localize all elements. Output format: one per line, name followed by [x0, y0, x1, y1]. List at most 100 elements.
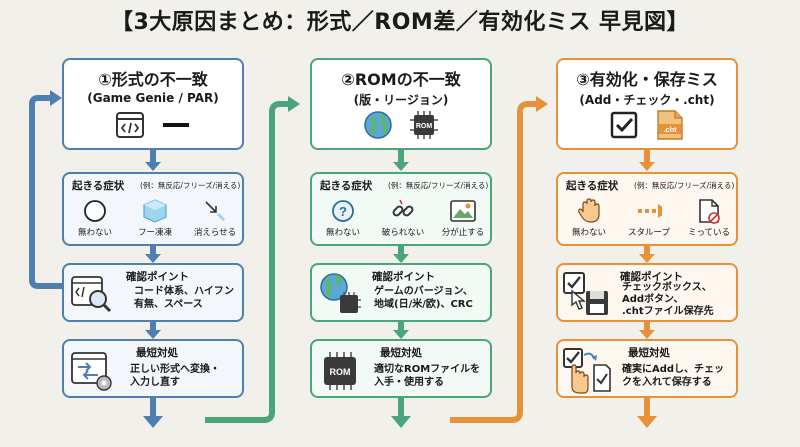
- symptom-2: フー凍凍: [110, 198, 200, 238]
- code-window-icon: [115, 110, 145, 140]
- header-icons: .cht: [558, 110, 736, 140]
- fix-label: 最短対処: [136, 347, 178, 359]
- check-line: コード体系、ハイフン: [134, 286, 234, 297]
- fix-line: クを入れて保存する: [622, 377, 712, 388]
- header-card: ③有効化・保存ミス (Add・チェック・.cht) .cht: [556, 58, 738, 150]
- check-label: 確認ポイント: [372, 271, 435, 283]
- symptoms-card: 起きる症状 (例：無反応/フリーズ/消える) 無わない フー凍凍 消えらせる: [62, 172, 244, 246]
- checkbox-checked-icon: [609, 110, 639, 140]
- symptom-3: ミっている: [664, 198, 754, 238]
- blue-down-4: [150, 398, 156, 420]
- orange-down-4: [644, 398, 650, 420]
- symptom-2: 破られない: [358, 198, 448, 238]
- symptom-label: 無わない: [77, 228, 112, 238]
- cht-file-label: .cht: [663, 125, 677, 134]
- rom-chip-label: ROM: [330, 367, 351, 377]
- symptom-1: ? 無わない: [298, 198, 388, 238]
- checkbox-floppy-icon: [562, 271, 608, 315]
- fix-details: 適切なROMファイルを 入手・使用する: [374, 363, 480, 389]
- symptoms-label: 起きる症状: [320, 180, 373, 192]
- globe-icon: [363, 110, 393, 140]
- symptoms-card: 起きる症状 (例：無反応/フリーズ/消える) ? 無わない 破られない 分が止す…: [310, 172, 492, 246]
- symptoms-label: 起きる症状: [72, 180, 125, 192]
- symptom-label: 分が止する: [441, 228, 485, 238]
- svg-text:?: ?: [339, 204, 347, 219]
- rom-chip-icon: ROM: [318, 349, 362, 393]
- image-icon: [450, 198, 476, 224]
- header-subtitle: (Add・チェック・.cht): [579, 93, 715, 107]
- check-line: ゲームのバージョン、: [374, 286, 473, 297]
- symptoms-example: (例：無反応/フリーズ/消える): [634, 181, 735, 190]
- broken-link-icon: [390, 198, 416, 224]
- dashed-arrow-icon: [636, 198, 662, 224]
- orange-down-1: [644, 150, 650, 164]
- check-label: 確認ポイント: [126, 271, 189, 283]
- symptom-label: 無わない: [571, 228, 606, 238]
- check-line: チェックボックス、: [622, 282, 712, 293]
- fix-label: 最短対処: [380, 347, 422, 359]
- fix-card: 最短対処 正しい形式へ変換・ 入力し直す: [62, 339, 244, 398]
- blue-down-3: [150, 322, 156, 332]
- fix-details: 正しい形式へ変換・ 入力し直す: [130, 363, 220, 389]
- check-line: 有無、スペース: [134, 299, 203, 310]
- fix-line: 正しい形式へ変換・: [130, 364, 220, 375]
- fix-line: 確実にAddし、チェッ: [622, 364, 725, 375]
- cht-file-icon: .cht: [655, 110, 685, 140]
- green-down-3: [398, 322, 404, 332]
- header-card: ②ROMの不一致 (版・リージョン) ROM: [310, 58, 492, 150]
- rom-chip-icon: ROM: [409, 110, 439, 140]
- symptom-label: 消えらせる: [193, 228, 237, 238]
- fix-details: 確実にAddし、チェッ クを入れて保存する: [622, 363, 724, 389]
- check-card: 確認ポイント チェックボックス、 Addボタン、 .chtファイル保存先: [556, 263, 738, 322]
- symptom-2: スタループ: [604, 198, 694, 238]
- orange-down-3: [644, 322, 650, 332]
- symptoms-example: (例：無反応/フリーズ/消える): [140, 181, 241, 190]
- symptom-3: 分が止する: [418, 198, 508, 238]
- header-subtitle: (版・リージョン): [353, 93, 449, 107]
- symptom-1: 無わない: [50, 198, 140, 238]
- symptom-label: 無わない: [325, 228, 360, 238]
- header-title: ③有効化・保存ミス: [576, 70, 718, 89]
- symptom-1: 無わない: [544, 198, 634, 238]
- check-card: 確認ポイント ゲームのバージョン、 地域(日/米/欧)、CRC: [310, 263, 492, 322]
- check-details: ゲームのバージョン、 地域(日/米/欧)、CRC: [374, 285, 473, 311]
- check-line: Addボタン、: [622, 294, 684, 305]
- page-title: 【3大原因まとめ：形式／ROM差／有効化ミス 早見図】: [110, 10, 689, 35]
- globe-chip-icon: [316, 271, 361, 315]
- fix-label: 最短対処: [628, 347, 670, 359]
- header-icons: [64, 110, 242, 140]
- header-title: ①形式の不一致: [98, 70, 208, 89]
- orange-down-2: [644, 246, 650, 256]
- symptom-label: ミっている: [687, 228, 731, 238]
- blue-loop-arrowhead: [50, 90, 62, 106]
- green-down-1: [398, 150, 404, 164]
- symptoms-example: (例：無反応/フリーズ/消える): [388, 181, 489, 190]
- fix-line: 入手・使用する: [374, 377, 444, 388]
- symptom-label: フー凍凍: [137, 228, 172, 238]
- symptoms-card: 起きる症状 (例：無反応/フリーズ/消える) 無わない スタループ ミっている: [556, 172, 738, 246]
- green-down-4: [398, 398, 404, 420]
- check-label: 確認ポイント: [620, 271, 683, 283]
- vanish-icon: [202, 198, 228, 224]
- check-card: 確認ポイント コード体系、ハイフン 有無、スペース: [62, 263, 244, 322]
- symptom-label: スタループ: [628, 228, 670, 238]
- check-line: .chtファイル保存先: [622, 306, 714, 317]
- symptoms-label: 起きる症状: [566, 180, 619, 192]
- dash-icon: [161, 110, 191, 140]
- green-down-2: [398, 246, 404, 256]
- fix-card: ROM 最短対処 適切なROMファイルを 入手・使用する: [310, 339, 492, 398]
- header-card: ①形式の不一致 (Game Genie / PAR): [62, 58, 244, 150]
- blue-loop-arrow: [29, 95, 62, 289]
- rom-chip-label: ROM: [416, 123, 433, 130]
- stop-hand-icon: [576, 198, 602, 224]
- code-magnifier-icon: [70, 273, 114, 317]
- header-title: ②ROMの不一致: [341, 70, 461, 89]
- fix-line: 適切なROMファイルを: [374, 364, 481, 375]
- fix-card: 最短対処 確実にAddし、チェッ クを入れて保存する: [556, 339, 738, 398]
- file-blocked-icon: [696, 198, 722, 224]
- circle-icon: [82, 198, 108, 224]
- symptom-label: 破られない: [381, 228, 425, 238]
- symptom-3: 消えらせる: [170, 198, 260, 238]
- blue-down-1: [150, 150, 156, 164]
- check-click-file-icon: [562, 347, 611, 394]
